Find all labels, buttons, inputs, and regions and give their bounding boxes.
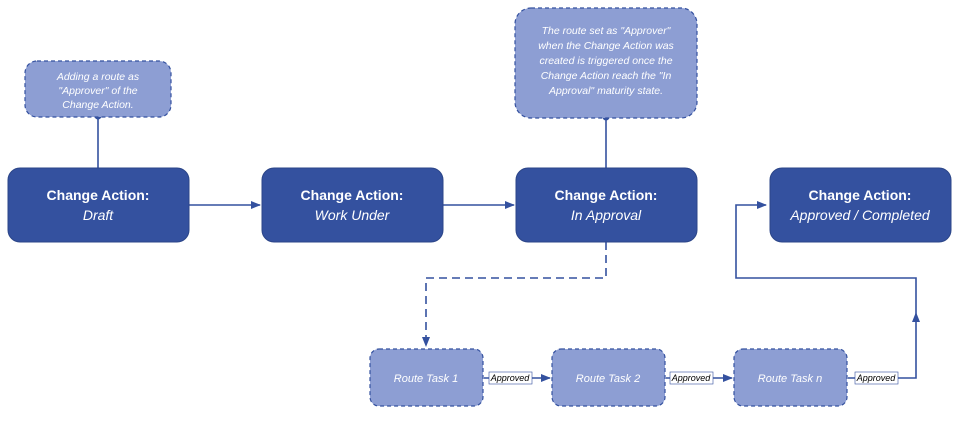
note-2-line-1: The route set as "Approver" xyxy=(542,25,672,37)
note-1-line-1: Adding a route as xyxy=(56,71,140,83)
approved-label-3-text: Approved xyxy=(856,373,897,383)
note-adding-route: Adding a route as "Approver" of the Chan… xyxy=(24,60,172,118)
route-task-n: Route Task n xyxy=(733,348,848,407)
route-task-1-label: Route Task 1 xyxy=(394,373,458,385)
arrow-to-approved-completed xyxy=(735,201,917,313)
approved-label-2-text: Approved xyxy=(671,373,712,383)
note-route-triggered: The route set as "Approver" when the Cha… xyxy=(514,7,698,119)
approved-label-1: Approved xyxy=(488,371,533,385)
arrow-task-n-up xyxy=(848,312,920,379)
dashed-arrow-to-route-task-1 xyxy=(422,242,607,347)
stage-approved-state: Approved / Completed xyxy=(789,207,931,223)
stage-in-approval: Change Action: In Approval xyxy=(515,167,698,243)
stage-work-under-state: Work Under xyxy=(315,207,391,223)
approved-label-1-text: Approved xyxy=(490,373,531,383)
stage-approved-completed: Change Action: Approved / Completed xyxy=(769,167,952,243)
stage-in-approval-title: Change Action: xyxy=(555,187,658,203)
approved-label-3: Approved xyxy=(854,371,899,385)
stage-in-approval-state: In Approval xyxy=(571,207,642,223)
note-2-line-5: Approval" maturity state. xyxy=(548,85,663,97)
route-task-n-label: Route Task n xyxy=(758,373,822,385)
note-1-line-2: "Approver" of the xyxy=(58,85,137,97)
route-task-2: Route Task 2 xyxy=(551,348,666,407)
approved-label-2: Approved xyxy=(669,371,714,385)
note-1-line-3: Change Action. xyxy=(62,99,133,111)
note-2-line-4: Change Action reach the "In xyxy=(541,70,672,82)
stage-draft: Change Action: Draft xyxy=(7,167,190,243)
note-2-line-2: when the Change Action was xyxy=(538,40,674,52)
note-2-line-3: created is triggered once the xyxy=(539,55,672,67)
route-task-2-label: Route Task 2 xyxy=(576,373,640,385)
stage-work-under: Change Action: Work Under xyxy=(261,167,444,243)
route-task-1: Route Task 1 xyxy=(369,348,484,407)
stage-draft-state: Draft xyxy=(83,207,114,223)
stage-draft-title: Change Action: xyxy=(47,187,150,203)
stage-work-under-title: Change Action: xyxy=(301,187,404,203)
stage-approved-title: Change Action: xyxy=(809,187,912,203)
